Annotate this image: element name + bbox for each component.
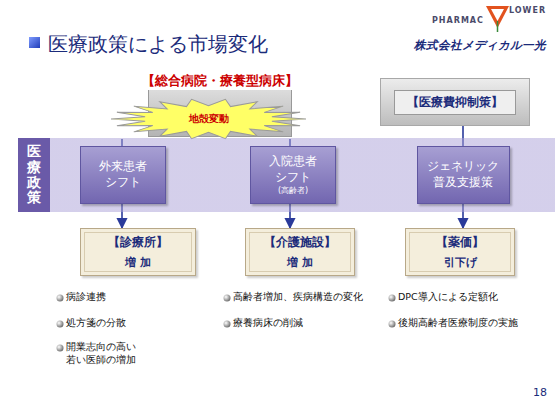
result-box: 【介護施設】増 加	[245, 228, 355, 276]
bullet-dot	[224, 295, 231, 302]
result-heading: 【診療所】	[108, 234, 168, 251]
box-heading: 【医療費抑制策】	[394, 90, 516, 115]
policy-text: 入院患者 シフト	[265, 154, 320, 185]
result-value: 引下げ	[444, 255, 477, 270]
bullet-note: 後期高齢者医療制度の実施	[398, 317, 518, 330]
burst-callout: 地殻変動	[111, 99, 306, 139]
bullet-dot	[389, 295, 396, 302]
policy-box: 外来患者 シフト	[80, 146, 166, 204]
policy-source-box: 【医療費抑制策】	[380, 78, 530, 126]
result-heading: 【薬価】	[436, 234, 484, 251]
policy-box: 入院患者 シフト(高齢者)	[250, 146, 336, 204]
result-heading: 【介護施設】	[264, 234, 336, 251]
bullet-note: 療養病床の削減	[233, 317, 303, 330]
bullet-note: 開業志向の高い 若い医師の増加	[66, 341, 138, 367]
bullet-dot	[57, 345, 64, 352]
policy-text: ジェネリック 普及支援策	[425, 159, 502, 190]
band-label: 医療政策	[27, 144, 41, 206]
bullet-dot	[224, 321, 231, 328]
logo-text: LOWER	[509, 6, 546, 15]
policy-note: (高齢者)	[278, 185, 308, 196]
flower-stem	[497, 21, 499, 32]
title-bullet	[29, 37, 40, 48]
policy-box: ジェネリック 普及支援策	[417, 146, 510, 204]
policy-text: 外来患者 シフト	[95, 159, 150, 190]
bullet-note: DPC導入による定額化	[398, 291, 498, 304]
result-value: 増 加	[125, 255, 151, 270]
burst-outline	[111, 99, 306, 138]
source-box: 地殻変動【総合病院・療養型病床】	[148, 80, 292, 137]
logo-text: PHARMAC	[432, 16, 484, 25]
bullet-dot	[57, 321, 64, 328]
bullet-dot	[57, 295, 64, 302]
result-value: 増 加	[287, 255, 313, 270]
result-box: 【診療所】増 加	[80, 228, 196, 276]
result-box: 【薬価】引下げ	[405, 228, 515, 276]
company-name: 株式会社メディカル一光	[414, 38, 546, 53]
bullet-note: 処方箋の分散	[66, 317, 126, 330]
bullet-dot	[389, 321, 396, 328]
bullet-note: 病診連携	[66, 291, 106, 304]
box-heading: 【総合病院・療養型病床】	[138, 73, 302, 90]
page-number: 18	[533, 386, 547, 399]
policy-band: 外来患者 シフト 入院患者 シフト(高齢者) ジェネリック 普及支援策 医療政策	[18, 138, 555, 212]
slide-title: 医療政策による市場変化	[48, 31, 268, 58]
bullet-note: 高齢者増加、疾病構造の変化	[233, 291, 363, 304]
flower-logo-inner	[491, 9, 504, 21]
burst-text: 地殻変動	[189, 113, 229, 126]
